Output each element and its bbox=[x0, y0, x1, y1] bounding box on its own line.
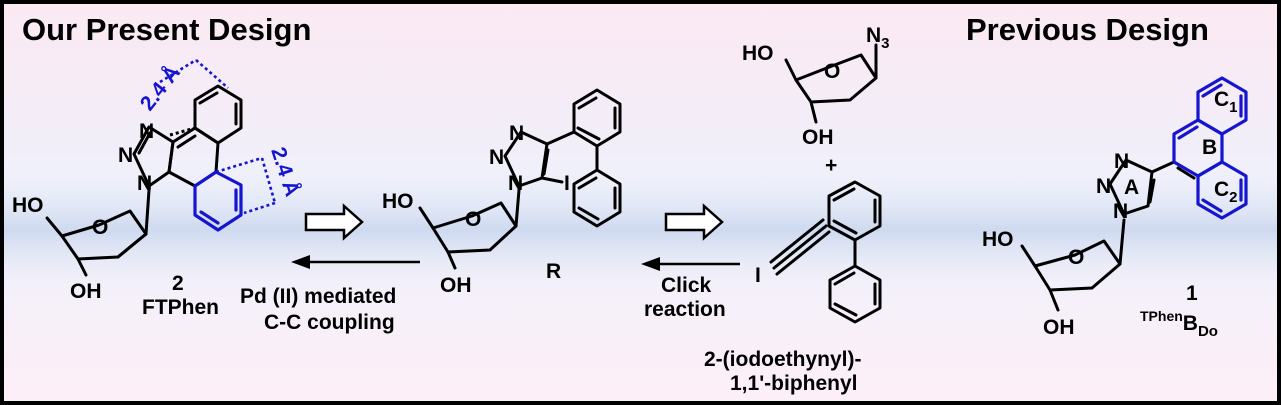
heading-present-design: Our Present Design bbox=[22, 12, 311, 47]
heading-previous-design: Previous Design bbox=[966, 12, 1209, 47]
compound-1-structure bbox=[1020, 76, 1248, 312]
azido-n: N bbox=[866, 24, 881, 47]
azido-sugar-atom-ho: HO bbox=[742, 42, 774, 65]
azido-subscript: 3 bbox=[881, 35, 889, 52]
ring-c2-subscript: 2 bbox=[1229, 189, 1237, 206]
background-band bbox=[4, 150, 1277, 310]
click-label-line1: Click bbox=[661, 274, 712, 297]
compound-2-atom-ho: HO bbox=[12, 194, 44, 217]
reagent-name-line1: 2-(iodoethynyl)- bbox=[704, 348, 862, 371]
compound-1-atom-oh: OH bbox=[1043, 316, 1075, 339]
iodoalkyne-structure bbox=[769, 180, 882, 324]
azido-sugar-structure bbox=[784, 43, 878, 124]
compound-2-name: FTPhen bbox=[142, 296, 219, 319]
iodoalkyne-atom-i: I bbox=[755, 264, 761, 287]
intermediate-r-atom-n2: N bbox=[489, 146, 504, 169]
compound-2-atom-o: O bbox=[92, 216, 108, 239]
compound-1-atom-o: O bbox=[1068, 246, 1084, 269]
intermediate-r-atom-oh: OH bbox=[440, 274, 472, 297]
compound-1-atom-ho: HO bbox=[982, 228, 1014, 251]
azido-sugar-atom-oh: OH bbox=[802, 126, 834, 149]
intermediate-r-atom-o: O bbox=[465, 208, 481, 231]
forward-arrow-click bbox=[641, 257, 740, 271]
compound-2-structure bbox=[45, 58, 277, 277]
compound-1-name-subscript: Do bbox=[1198, 323, 1218, 340]
compound-2-atom-oh: OH bbox=[70, 280, 102, 303]
coupling-label-line1: Pd (II) mediated bbox=[240, 285, 396, 308]
compound-2-atom-n3: N bbox=[139, 120, 154, 143]
compound-2-atom-n2: N bbox=[118, 144, 133, 167]
intermediate-r-atom-ho: HO bbox=[382, 190, 414, 213]
compound-1-ring-c1-label: C1 bbox=[1214, 88, 1238, 116]
reagent-name-line2: 1,1'-biphenyl bbox=[730, 372, 858, 395]
compound-1-atom-n1: N bbox=[1113, 200, 1128, 223]
click-label-line2: reaction bbox=[644, 298, 726, 321]
compound-1-name-superscript: TPhen bbox=[1140, 308, 1183, 324]
retro-arrow-left bbox=[304, 203, 364, 241]
coupling-label-line2: C-C coupling bbox=[264, 311, 395, 334]
retro-arrow-right bbox=[664, 203, 724, 241]
azido-sugar-atom-n3: N3 bbox=[866, 24, 890, 52]
compound-2-number: 2 bbox=[172, 272, 184, 295]
compound-1-ring-b-label: B bbox=[1202, 136, 1217, 159]
intermediate-r-structure bbox=[418, 88, 622, 270]
intermediate-r-label: R bbox=[546, 260, 561, 283]
compound-1-atom-n2: N bbox=[1096, 175, 1111, 198]
intermediate-r-atom-n1: N bbox=[508, 172, 523, 195]
compound-1-ring-c2-label: C2 bbox=[1214, 178, 1238, 206]
ring-c1-letter: C bbox=[1214, 88, 1229, 111]
compound-1-name-main: B bbox=[1183, 312, 1198, 335]
ring-c2-letter: C bbox=[1214, 178, 1229, 201]
compound-1-ring-a-label: A bbox=[1124, 176, 1139, 199]
forward-arrow-coupling bbox=[291, 255, 420, 269]
intermediate-r-atom-i: I bbox=[564, 172, 570, 195]
compound-1-name: TPhenBDo bbox=[1140, 308, 1218, 340]
plus-sign: + bbox=[825, 154, 837, 177]
intermediate-r-atom-n3: N bbox=[509, 122, 524, 145]
compound-2-atom-n1: N bbox=[137, 172, 152, 195]
compound-1-atom-n3: N bbox=[1114, 150, 1129, 173]
ring-c1-subscript: 1 bbox=[1229, 99, 1237, 116]
azido-sugar-atom-o: O bbox=[824, 60, 840, 83]
compound-1-number: 1 bbox=[1186, 282, 1198, 305]
